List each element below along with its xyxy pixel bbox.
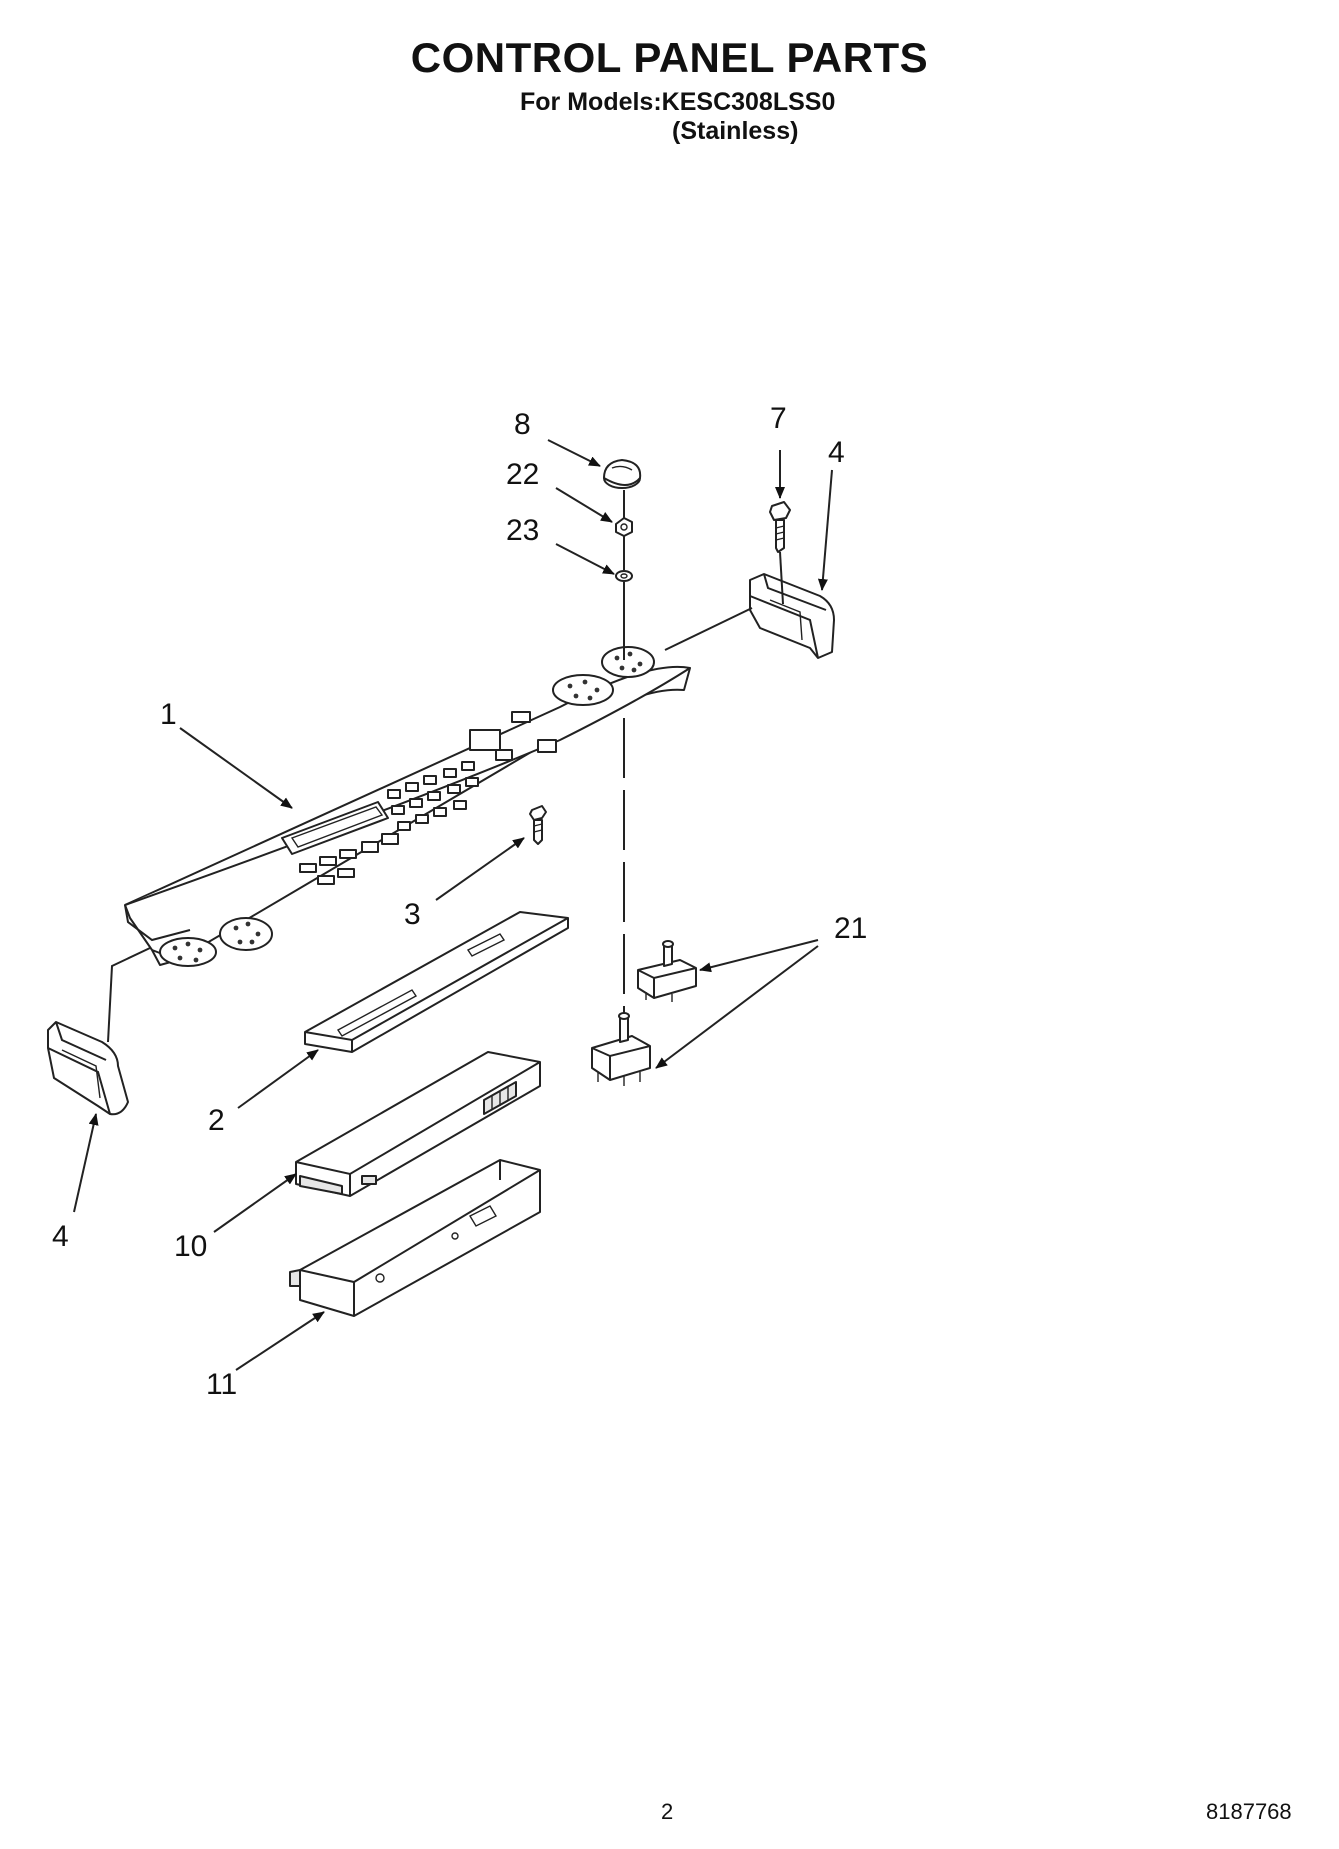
page-number: 2: [661, 1799, 674, 1824]
control-panel-console: [124, 646, 691, 967]
callout-8: 8: [514, 408, 531, 441]
screw-part-3: [529, 805, 547, 845]
leader-arrows: [73, 439, 833, 1371]
nut-part-22: [615, 517, 633, 537]
callout-1: 1: [160, 698, 177, 731]
knob-part-8: [603, 459, 642, 489]
variant-line: (Stainless): [672, 117, 799, 145]
document-number: 8187768: [1206, 1799, 1292, 1824]
callout-2: 2: [208, 1104, 225, 1137]
callout-7: 7: [770, 402, 787, 435]
callout-10: 10: [174, 1230, 207, 1263]
right-end-cap: [749, 573, 835, 659]
models-line: For Models:KESC308LSS0: [520, 88, 836, 116]
callout-21: 21: [834, 912, 867, 945]
infinite-switch-upper: [637, 940, 697, 1002]
callout-23: 23: [506, 514, 539, 547]
callout-3: 3: [404, 898, 421, 931]
screw-part-7: [769, 501, 791, 553]
callout-4-right: 4: [828, 436, 845, 469]
callout-11: 11: [206, 1368, 237, 1401]
callout-22: 22: [506, 458, 539, 491]
display-overlay-part-2: [304, 911, 569, 1053]
page-title: CONTROL PANEL PARTS: [410, 34, 929, 81]
infinite-switch-lower: [591, 1012, 651, 1086]
board-tray-part-11: [289, 1159, 541, 1317]
washer-part-23: [615, 570, 633, 582]
callout-4-left: 4: [52, 1220, 69, 1253]
left-end-cap: [47, 1021, 129, 1116]
control-board-part-10: [295, 1051, 541, 1197]
